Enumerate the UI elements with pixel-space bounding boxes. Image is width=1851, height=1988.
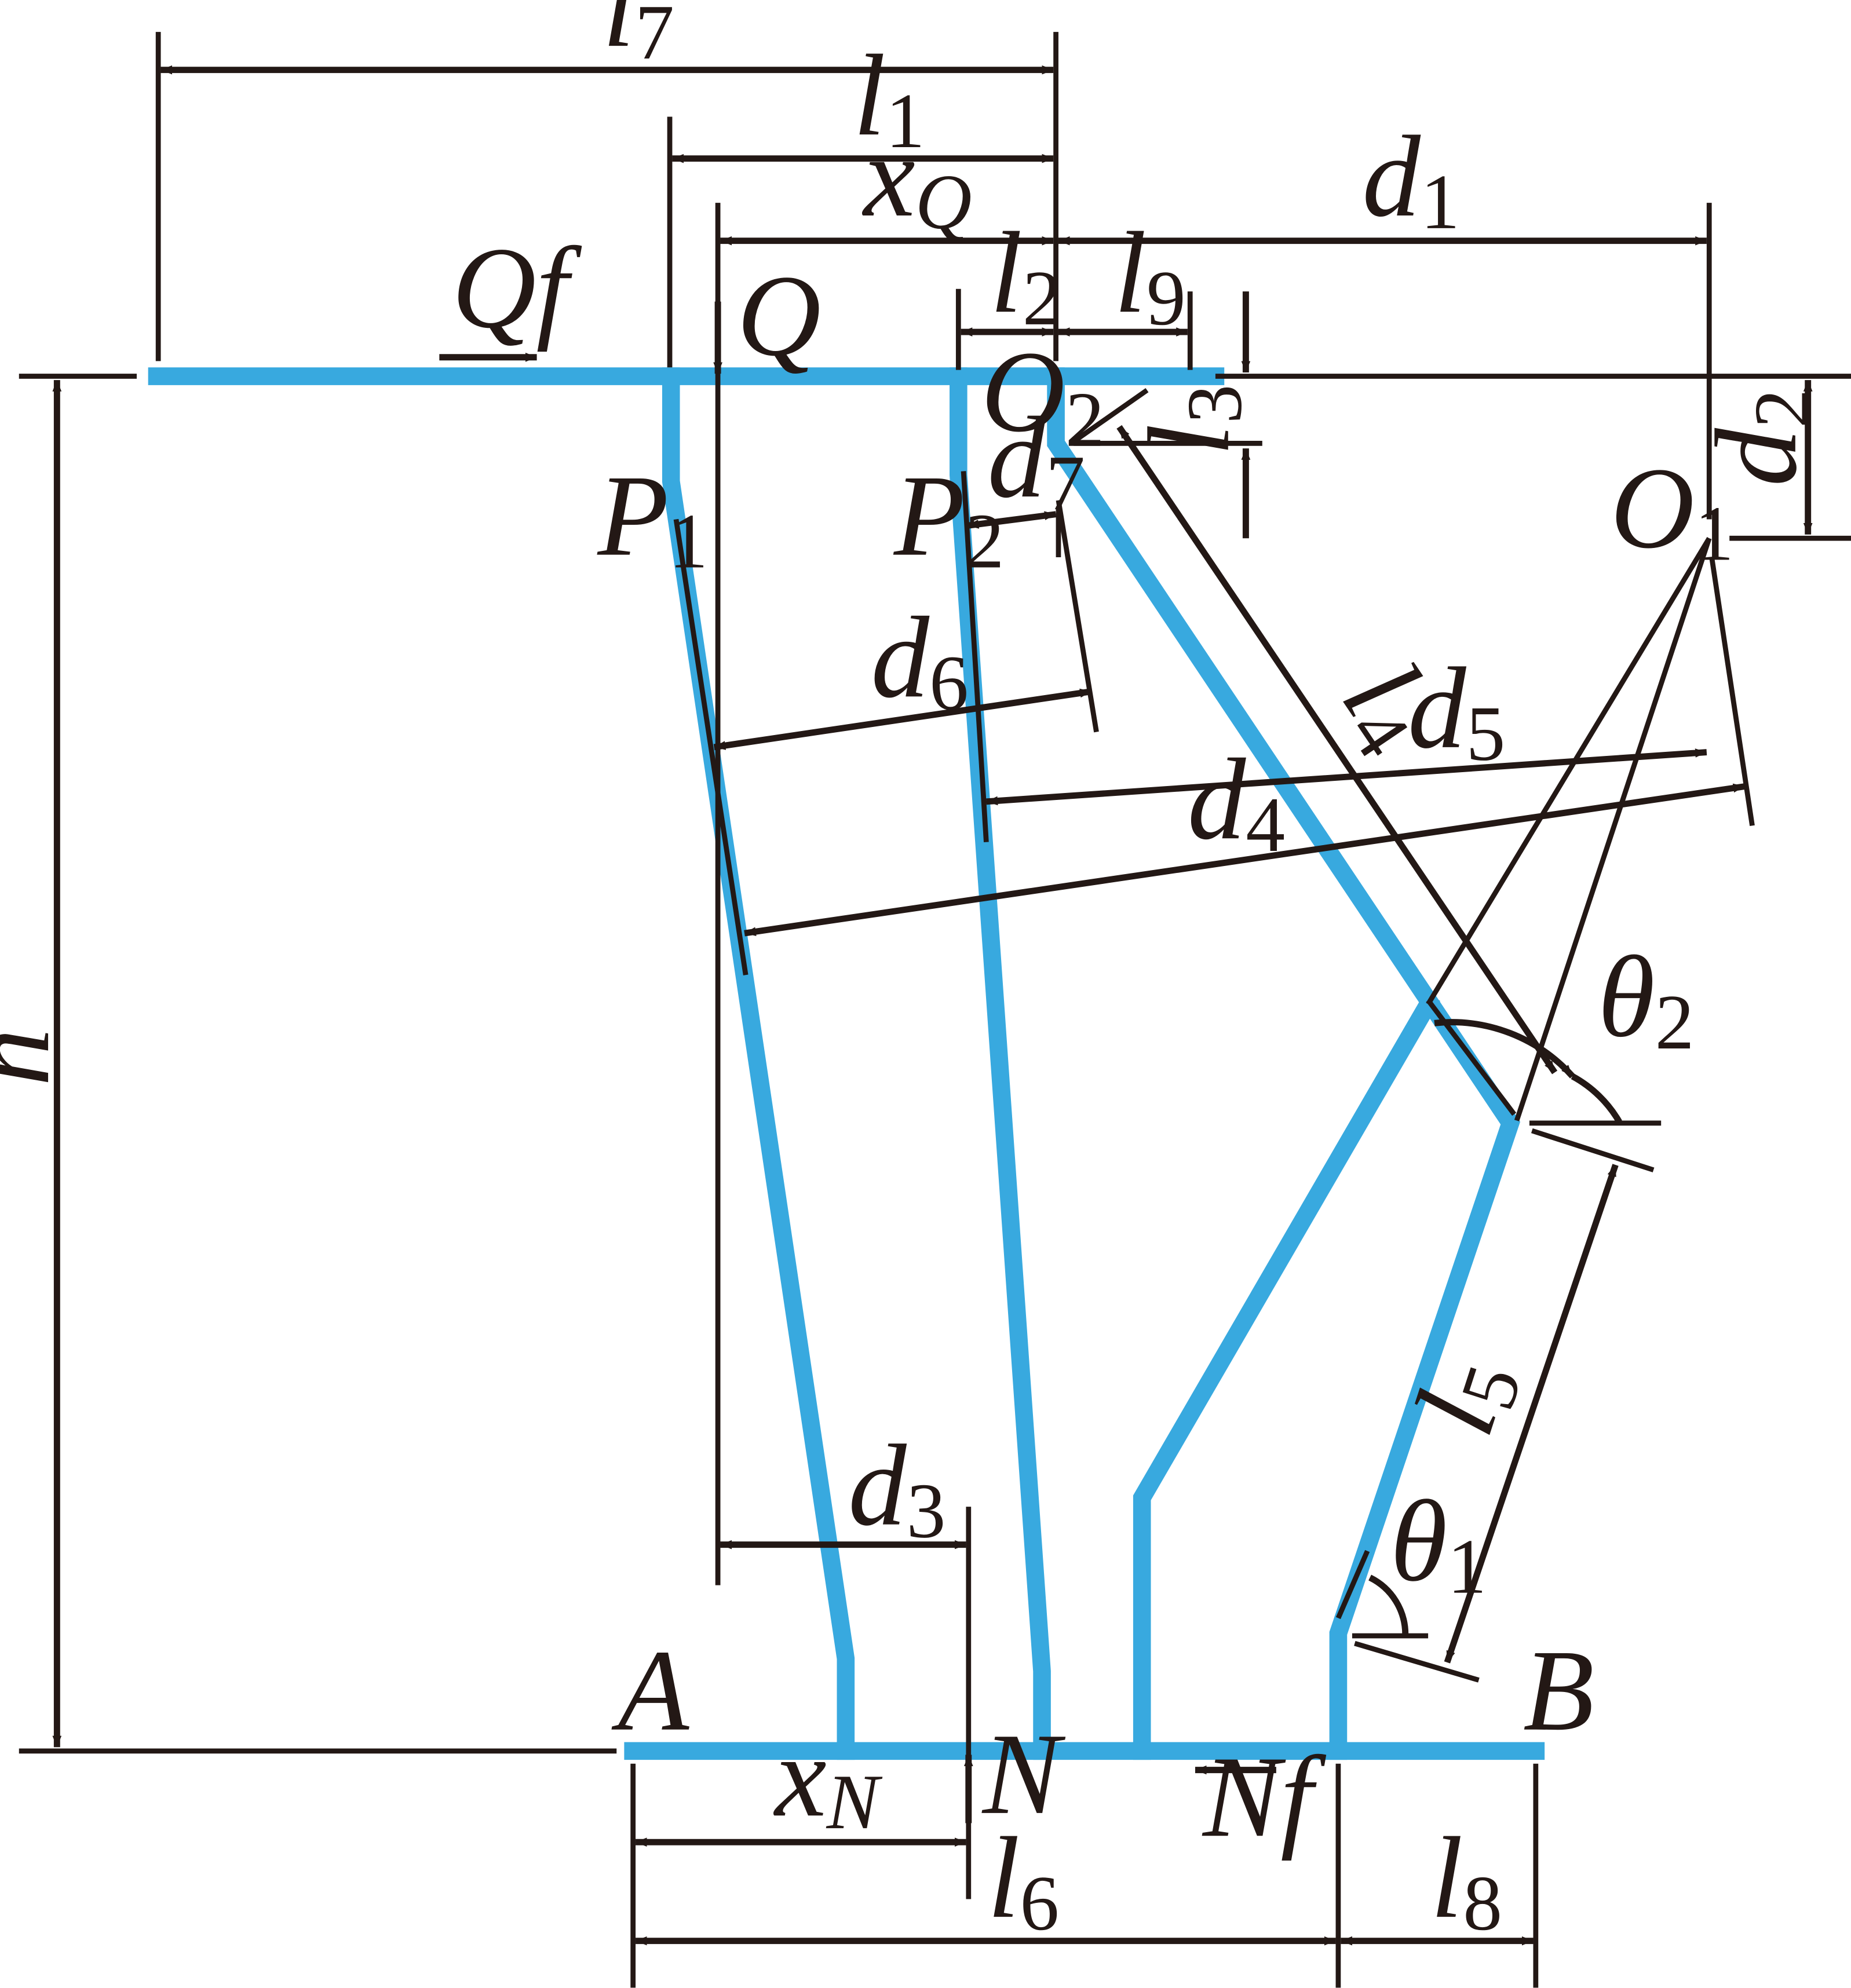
arc-theta1: [1368, 1574, 1409, 1635]
label-theta1: θ1: [1390, 1477, 1487, 1610]
label-l2: l2: [990, 209, 1062, 342]
tangent-p1: [673, 518, 749, 975]
label-l6: l6: [988, 1814, 1060, 1947]
joint-segment: [1426, 999, 1517, 1116]
labels: l7 l1 xQ d1 Qf Q l2 l9 l3 O2 d2 O1 d7 P1…: [0, 0, 1826, 1947]
label-l8: l8: [1430, 1814, 1502, 1947]
tick-l5-bottom: [1354, 1640, 1480, 1683]
theta1-tangent: [1335, 1550, 1370, 1620]
tick-o2: [1069, 388, 1149, 445]
arc-theta2-a: [1434, 1019, 1575, 1079]
link-o1-bent: [1133, 992, 1440, 1760]
label-xq: xQ: [861, 112, 972, 246]
label-b: B: [1523, 1627, 1594, 1755]
label-o2: O2: [981, 328, 1105, 463]
label-n: N: [981, 1710, 1066, 1839]
label-xn: xN: [773, 1712, 882, 1846]
structure: [148, 367, 1545, 1760]
label-d5: d5: [1408, 644, 1505, 777]
tangent-p2: [961, 471, 989, 843]
dim-l5: [1444, 1164, 1619, 1664]
label-q: Q: [737, 251, 821, 380]
label-a: A: [611, 1627, 689, 1755]
label-d4: d4: [1188, 735, 1285, 868]
label-d7: d7: [988, 393, 1085, 527]
link-p1: [662, 367, 855, 1760]
label-theta2: θ2: [1598, 933, 1695, 1066]
label-o1: O1: [1611, 444, 1734, 578]
label-l9: l9: [1114, 209, 1186, 342]
label-p1: P1: [596, 452, 708, 585]
label-d1: d1: [1362, 112, 1459, 246]
arc-theta2-b: [1571, 1073, 1622, 1124]
force-arrows: [439, 301, 1276, 1823]
link-p2: [950, 367, 1051, 1760]
label-d3: d3: [848, 1421, 945, 1555]
link-o2-bent: [1047, 367, 1521, 1760]
tick-l5-top: [1531, 1128, 1655, 1172]
label-d6: d6: [871, 593, 969, 726]
dimension-arrows: [52, 65, 1813, 1946]
label-p2: P2: [893, 452, 1005, 585]
label-d2: d2: [1692, 389, 1826, 486]
dim-d6: [713, 688, 1092, 751]
label-l7: l7: [603, 0, 674, 76]
label-l1: l1: [853, 31, 925, 165]
label-l3: l3: [1125, 385, 1258, 456]
label-h: h: [0, 1028, 74, 1087]
label-qf: Qf: [452, 224, 582, 352]
ext-d4d5-right: [1709, 557, 1755, 826]
dim-d7: [966, 511, 1057, 529]
dim-l4: [1116, 425, 1558, 1075]
label-nf: Nf: [1202, 1733, 1327, 1861]
